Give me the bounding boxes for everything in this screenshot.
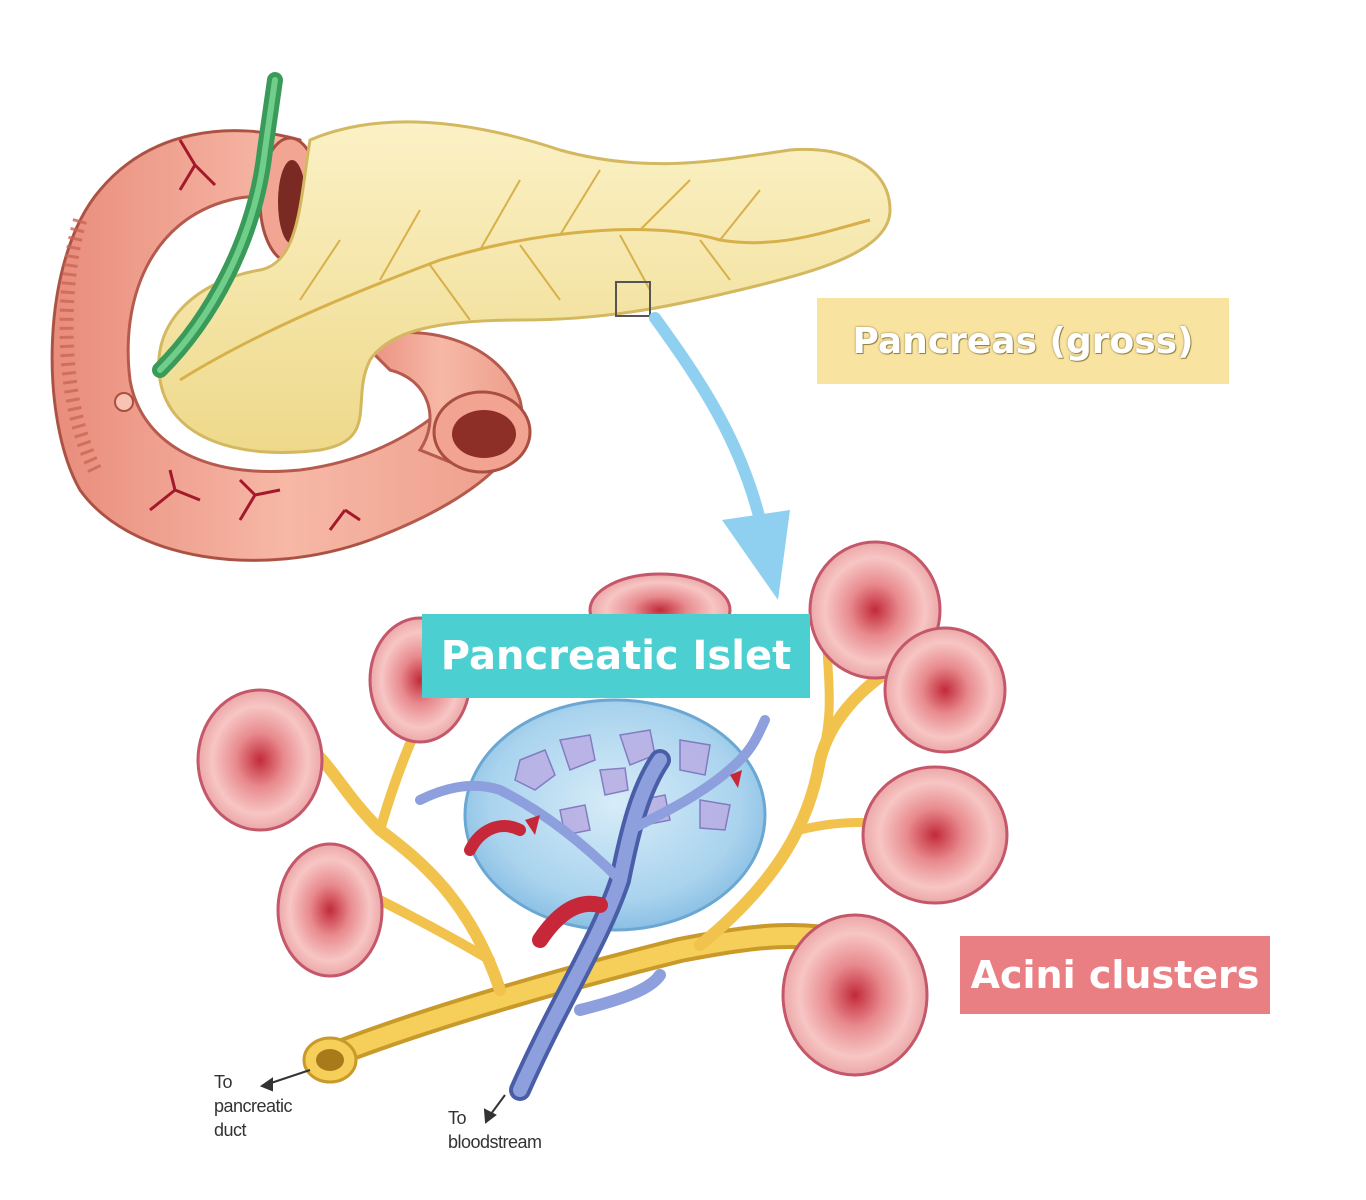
zoom-arrow [649,312,790,600]
acinus [883,626,1007,754]
acinus [781,913,929,1077]
annotation-arrows [259,1069,506,1124]
acini [196,540,1009,1077]
pancreatic-islet [415,698,770,1101]
acinus [276,842,384,978]
acinus [196,688,324,832]
label-pancreas-gross: Pancreas (gross) [817,298,1229,384]
duodenum [50,129,532,562]
annotation-line: duct [214,1120,247,1140]
annotation-line: To [448,1108,467,1128]
duct-tree [294,615,915,1084]
label-pancreatic-islet: Pancreatic Islet [422,614,810,698]
acinus [861,765,1009,905]
label-acini-clusters: Acini clusters [960,936,1270,1014]
annotation-line: pancreatic [214,1096,293,1116]
annotation-to-pancreatic-duct: To pancreatic duct [214,1070,344,1142]
pancreas-gross [114,72,892,454]
annotation-to-bloodstream: To bloodstream [448,1106,598,1154]
annotation-line: bloodstream [448,1132,542,1152]
annotation-line: To [214,1072,233,1092]
